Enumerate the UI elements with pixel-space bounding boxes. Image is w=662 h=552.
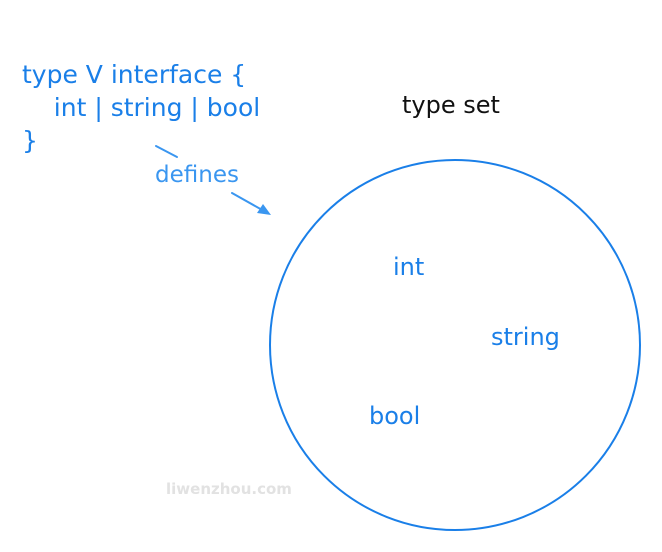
code-line-2: int | string | bool [22,93,261,122]
code-line-1: type V interface { [22,60,247,89]
type-set-circle [269,159,641,531]
defines-label: defines [155,162,239,188]
type-set-member-string: string [491,323,560,351]
arrow-head-icon [257,204,271,215]
type-set-title: type set [402,91,500,119]
code-line-3: } [22,126,38,155]
defines-arrow-line [231,192,265,212]
watermark: liwenzhou.com [166,480,292,498]
type-set-member-bool: bool [369,402,421,430]
defines-leader-line [155,145,178,158]
type-set-member-int: int [393,253,425,281]
